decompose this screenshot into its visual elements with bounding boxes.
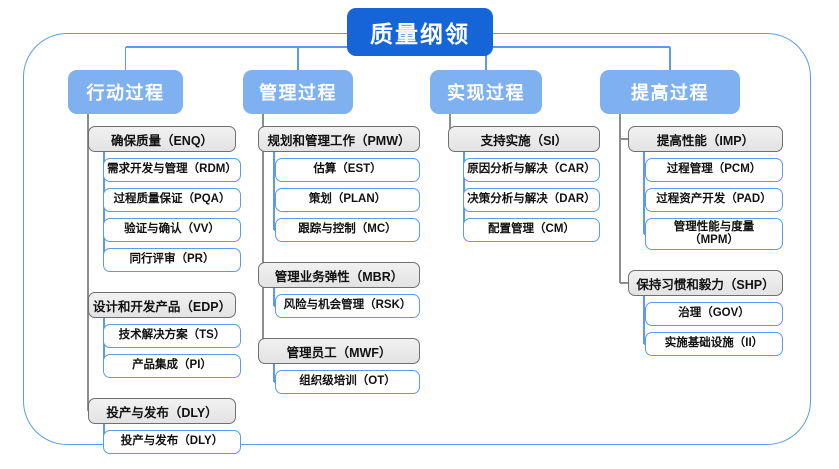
column-spine-0 [87, 114, 89, 411]
item-box-1-0-1[interactable]: 策划（PLAN） [275, 188, 420, 212]
item-box-3-0-2[interactable]: 管理性能与度量（MPM） [645, 218, 783, 250]
group-box-0-2[interactable]: 投产与发布（DLY） [88, 398, 236, 424]
item-box-2-0-0[interactable]: 原因分析与解决（CAR） [463, 158, 600, 182]
group-box-1-0[interactable]: 规划和管理工作（PMW） [258, 126, 420, 152]
group-spine-3-1 [643, 296, 645, 344]
root-title-box: 质量纲领 [347, 8, 493, 56]
item-box-1-0-0[interactable]: 估算（EST） [275, 158, 420, 182]
group-box-1-2[interactable]: 管理员工（MWF） [258, 338, 420, 364]
item-box-3-1-1[interactable]: 实施基础设施（II） [645, 332, 783, 356]
item-box-3-0-0[interactable]: 过程管理（PCM） [645, 158, 783, 182]
category-header-3[interactable]: 提高过程 [600, 70, 740, 114]
trunk-to-category-0 [124, 47, 127, 70]
item-box-1-1-0[interactable]: 风险与机会管理（RSK） [275, 294, 420, 318]
group-spine-3-0 [643, 152, 645, 234]
trunk-to-category-1 [297, 47, 299, 70]
trunk-to-category-2 [485, 47, 487, 70]
column-spine-1 [262, 114, 264, 351]
column-spine-3 [619, 114, 621, 283]
item-box-0-0-1[interactable]: 过程质量保证（PQA） [103, 188, 241, 212]
group-spine-1-2 [273, 364, 275, 382]
group-box-3-1[interactable]: 保持习惯和毅力（SHP） [628, 270, 783, 296]
group-spine-1-1 [273, 288, 275, 306]
item-box-0-1-0[interactable]: 技术解决方案（TS） [103, 324, 241, 348]
item-box-0-0-2[interactable]: 验证与确认（VV） [103, 218, 241, 242]
connector-group-3-0 [620, 138, 628, 140]
group-box-0-0[interactable]: 确保质量（ENQ） [88, 126, 236, 152]
category-header-0[interactable]: 行动过程 [68, 70, 183, 114]
category-header-1[interactable]: 管理过程 [243, 70, 353, 114]
item-box-1-2-0[interactable]: 组织级培训（OT） [275, 370, 420, 394]
item-box-0-0-3[interactable]: 同行评审（PR） [103, 248, 241, 272]
group-spine-1-0 [273, 152, 275, 230]
item-box-2-0-2[interactable]: 配置管理（CM） [463, 218, 600, 242]
group-box-0-1[interactable]: 设计和开发产品（EDP） [88, 292, 236, 318]
item-box-1-0-2[interactable]: 跟踪与控制（MC） [275, 218, 420, 242]
group-box-1-1[interactable]: 管理业务弹性（MBR） [258, 262, 420, 288]
group-box-3-0[interactable]: 提高性能（IMP） [628, 126, 783, 152]
category-header-2[interactable]: 实现过程 [430, 70, 542, 114]
connector-group-3-1 [620, 282, 628, 284]
item-box-0-1-1[interactable]: 产品集成（PI） [103, 354, 241, 378]
item-box-3-1-0[interactable]: 治理（GOV） [645, 302, 783, 326]
group-box-2-0[interactable]: 支持实施（SI） [448, 126, 600, 152]
trunk-to-category-3 [669, 47, 671, 70]
item-box-0-2-0[interactable]: 投产与发布（DLY） [103, 430, 241, 454]
item-box-0-0-0[interactable]: 需求开发与管理（RDM） [103, 158, 241, 182]
item-box-3-0-1[interactable]: 过程资产开发（PAD） [645, 188, 783, 212]
item-box-2-0-1[interactable]: 决策分析与解决（DAR） [463, 188, 600, 212]
